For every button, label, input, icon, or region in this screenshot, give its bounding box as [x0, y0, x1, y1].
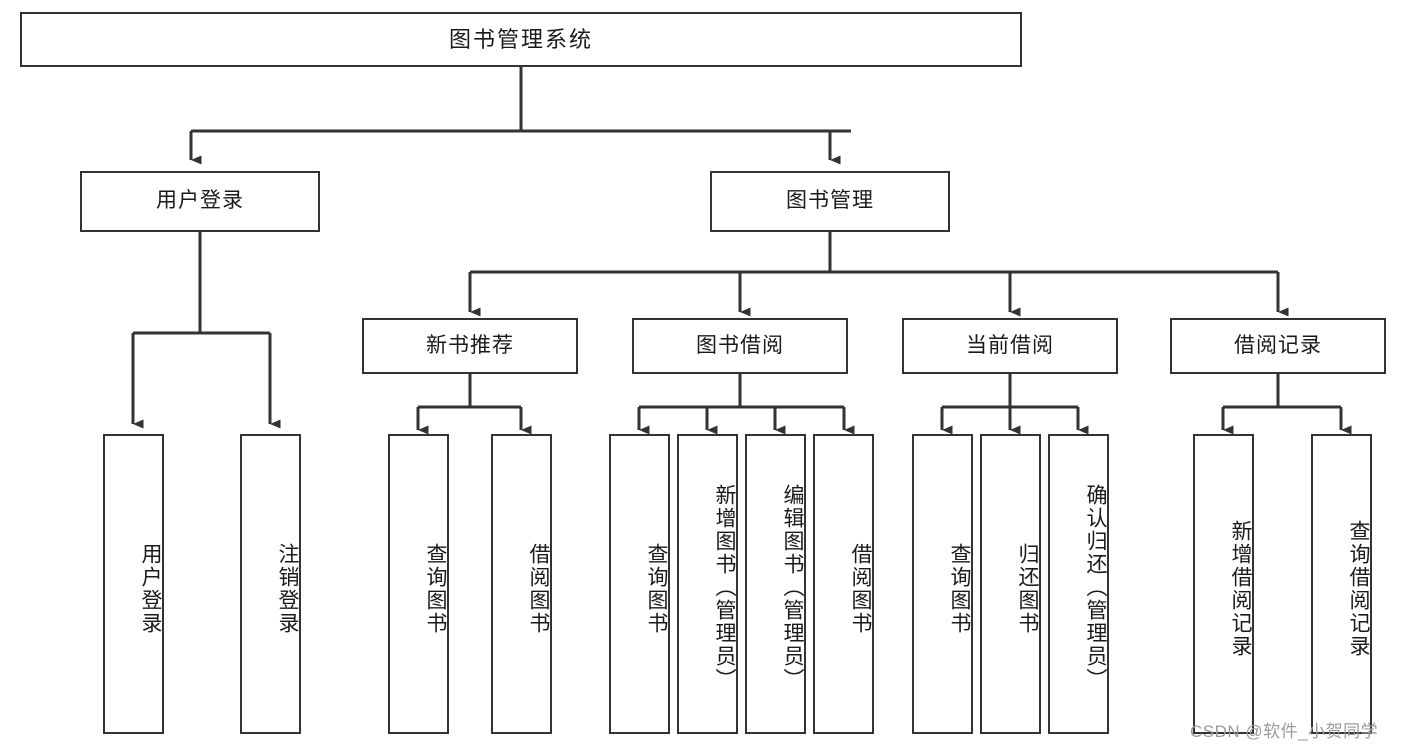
leaf-borrow-book-2[interactable]: 借阅图书: [813, 434, 874, 734]
leaf-query-book-1[interactable]: 查询图书: [388, 434, 449, 734]
leaf-borrow-book-1[interactable]: 借阅图书: [491, 434, 552, 734]
node-root[interactable]: 图书管理系统: [20, 12, 1022, 67]
leaf-query-book-3[interactable]: 查询图书: [912, 434, 973, 734]
watermark-text: CSDN @软件_小贺同学: [1190, 722, 1379, 741]
leaf-return-book[interactable]: 归还图书: [980, 434, 1041, 734]
leaf-confirm-return[interactable]: 确认归还（管理员）: [1048, 434, 1109, 734]
leaf-edit-book[interactable]: 编辑图书（管理员）: [745, 434, 806, 734]
leaf-query-book-2[interactable]: 查询图书: [609, 434, 670, 734]
node-current-borrow[interactable]: 当前借阅: [902, 318, 1118, 374]
leaf-query-borrow-record[interactable]: 查询借阅记录: [1311, 434, 1372, 734]
node-book-borrow[interactable]: 图书借阅: [632, 318, 848, 374]
leaf-add-book[interactable]: 新增图书（管理员）: [677, 434, 738, 734]
node-book-manage[interactable]: 图书管理: [710, 171, 950, 232]
leaf-add-borrow-record[interactable]: 新增借阅记录: [1193, 434, 1254, 734]
leaf-logout-login[interactable]: 注销登录: [240, 434, 301, 734]
node-new-book-recommend[interactable]: 新书推荐: [362, 318, 578, 374]
leaf-user-login[interactable]: 用户登录: [103, 434, 164, 734]
node-borrow-record[interactable]: 借阅记录: [1170, 318, 1386, 374]
node-user-login[interactable]: 用户登录: [80, 171, 320, 232]
